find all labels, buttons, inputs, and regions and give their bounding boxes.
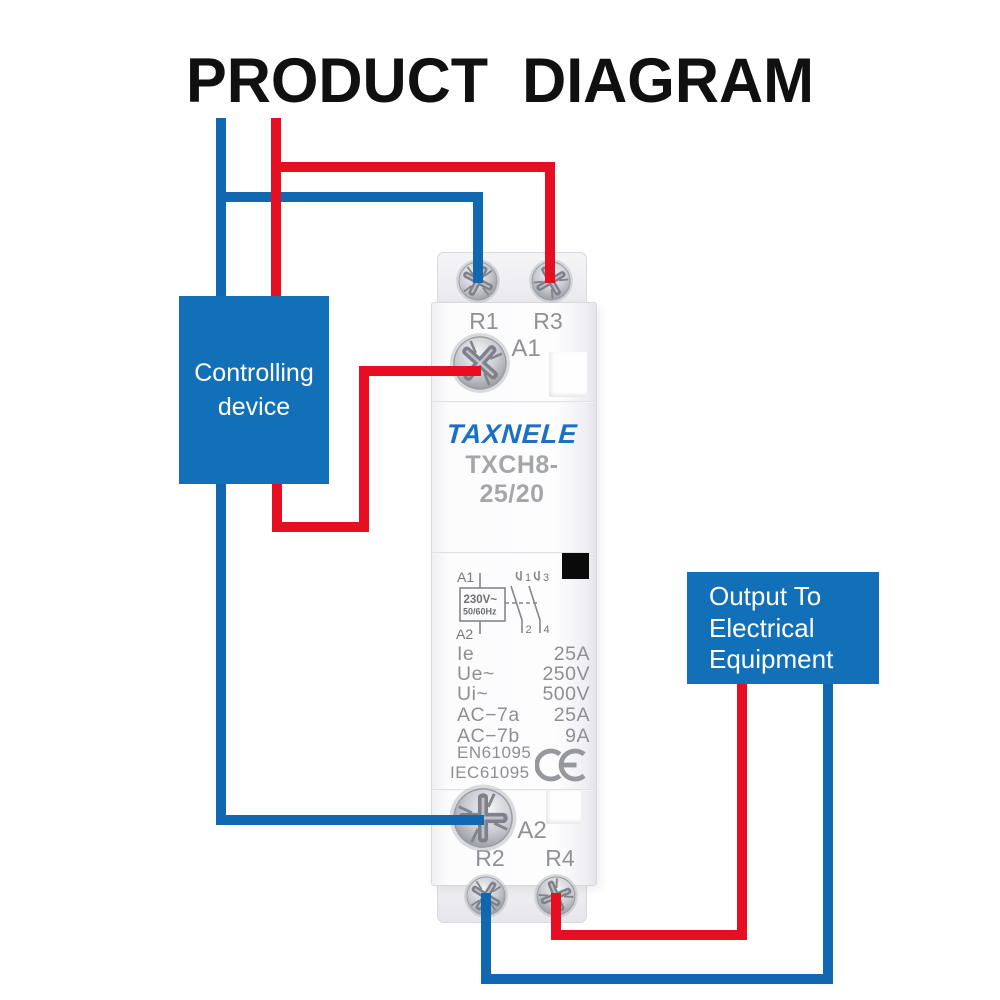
spec-value: 500V (542, 683, 590, 705)
terminal-label-r1: R1 (469, 308, 499, 334)
blue-wires (216, 118, 833, 984)
coil-rating-voltage: 230V~ (464, 594, 498, 606)
contact-pole-2 (528, 571, 541, 633)
output-box-line1: Output To (709, 581, 822, 611)
schematic-contact-1: 1 (525, 572, 531, 584)
standard-en: EN61095 (457, 743, 532, 762)
red-wires (271, 118, 747, 940)
wire-blue-controller-to-a2 (216, 480, 484, 825)
contactor-upper-notch (549, 352, 587, 397)
spec-row-ac7b: AC−7b 9A (457, 725, 590, 747)
output-box-line2: Electrical (709, 612, 815, 643)
controlling-device-line1: Controlling (194, 359, 314, 387)
spec-label: Ui~ (457, 683, 489, 705)
screw-terminals (438, 249, 588, 928)
schematic-contact-4: 4 (544, 624, 550, 636)
spec-row-ue: Ue~ 250V (457, 663, 590, 685)
wire-blue-r2-to-output (481, 680, 833, 984)
spec-label: Ie (457, 643, 475, 665)
screw-terminal-a1 (439, 322, 521, 404)
contact-pole-1 (510, 571, 523, 633)
terminal-label-r4: R4 (545, 845, 575, 871)
spec-value: 250V (542, 663, 590, 685)
controlling-device-box: Controlling device (179, 296, 329, 484)
schematic-contact-3: 3 (543, 572, 549, 584)
output-box-line3: Equipment (709, 644, 834, 674)
schematic-a1-label: A1 (457, 569, 474, 585)
spec-value: 25A (553, 704, 590, 726)
status-indicator-window (562, 553, 589, 579)
contactor-seam-upper (432, 401, 594, 403)
terminal-label-r3: R3 (533, 308, 563, 334)
spec-row-ie: Ie 25A (457, 643, 590, 665)
spec-value: 9A (565, 725, 590, 747)
wire-red-controller-to-a1 (272, 366, 481, 532)
terminal-label-a1: A1 (511, 335, 541, 362)
contactor-lower-notch (546, 791, 581, 824)
wire-red-r4-to-output (551, 680, 747, 940)
coil-circuit-schematic: A1 230V~ 50/60Hz A2 1 2 3 4 (456, 569, 550, 642)
spec-label: AC−7a (457, 704, 520, 726)
coil-rating-frequency: 50/60Hz (463, 607, 497, 617)
spec-row-ui: Ui~ 500V (457, 683, 590, 705)
terminal-label-a2: A2 (517, 817, 547, 844)
standard-iec: IEC61095 (450, 763, 530, 782)
spec-label: AC−7b (457, 725, 520, 747)
schematic-contact-2: 2 (526, 624, 532, 636)
page-title: PRODUCT DIAGRAM (185, 46, 815, 117)
contactor-seam-middle (432, 552, 594, 554)
contactor-seam-lower (432, 789, 594, 791)
ce-mark (535, 748, 586, 782)
model-number: TXCH8-25/20 (465, 451, 559, 508)
spec-row-ac7a: AC−7a 25A (457, 704, 590, 726)
spec-value: 25A (553, 643, 590, 665)
schematic-a2-label: A2 (456, 626, 473, 642)
controlling-device-line2: device (217, 393, 291, 421)
spec-label: Ue~ (457, 663, 495, 685)
output-equipment-box: Output To Electrical Equipment (687, 572, 879, 684)
wire-red-supply-to-r3 (271, 162, 555, 283)
wire-blue-supply-to-r1 (216, 192, 483, 283)
